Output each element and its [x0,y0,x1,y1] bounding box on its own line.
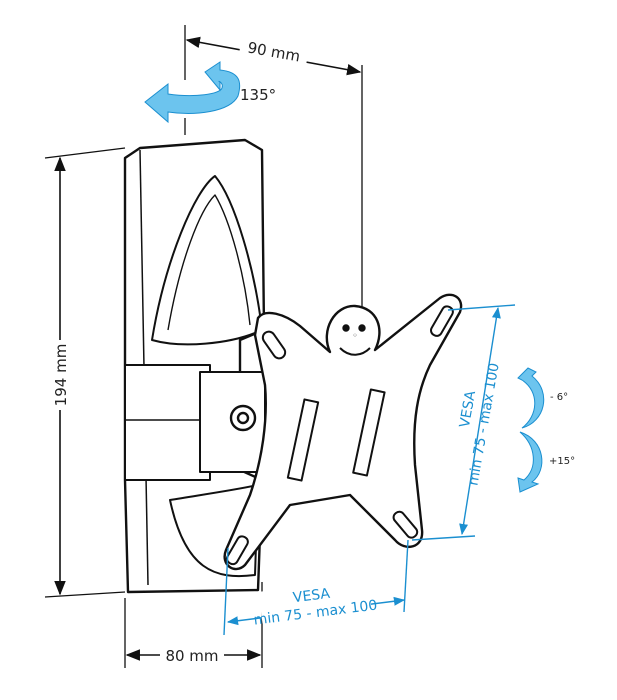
tilt-up-label: - 6° [550,392,568,403]
tilt-down-label: +15° [549,456,575,467]
tilt-up-arrow-icon [517,367,545,429]
width-label: 80 mm [165,647,218,665]
height-label: 194 mm [52,344,70,407]
tilt-down-arrow-icon [517,431,543,493]
wall-bracket [123,138,266,594]
swivel-arrow-icon [144,61,241,124]
vesa-plate [223,293,463,571]
swivel-label: 135° [240,86,276,104]
vesa-bottom-label: VESA [292,586,331,606]
vesa-right-label: VESA [457,389,479,429]
